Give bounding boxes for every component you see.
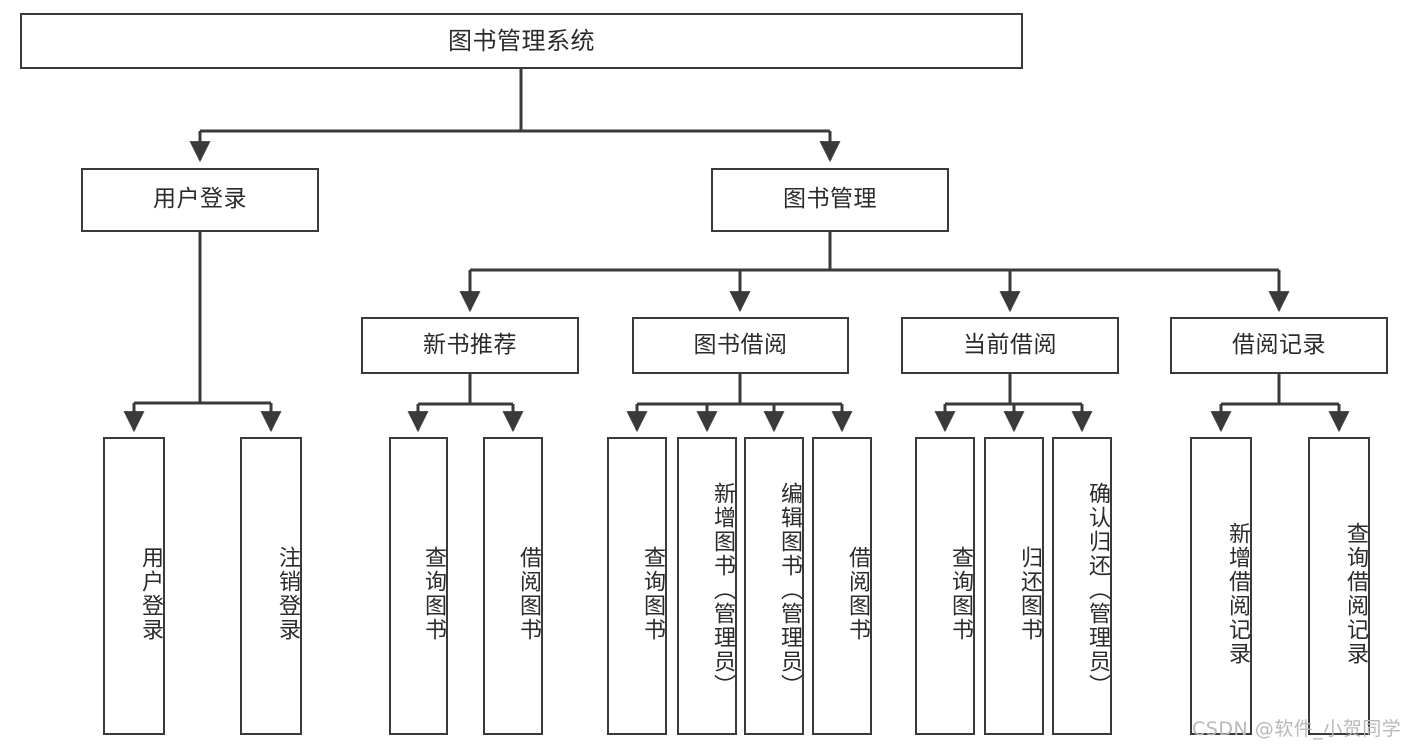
leaf-confirm-return-label: 确认归还（管理员） xyxy=(1085,482,1110,698)
leaf-return-book-label: 归还图书 xyxy=(1017,546,1042,642)
node-book-management[interactable]: 图书管理 xyxy=(711,168,949,232)
node-root-label: 图书管理系统 xyxy=(448,26,595,55)
edge-borrow-record-to-leaves xyxy=(1210,374,1350,433)
leaf-query-borrow-record-label: 查询借阅记录 xyxy=(1343,522,1368,666)
leaf-borrow-book-new[interactable]: 借阅图书 xyxy=(483,437,543,735)
node-user-login-label: 用户登录 xyxy=(153,186,247,213)
edge-new-book-rec-to-leaves xyxy=(407,374,524,433)
edge-user-login-to-leaves xyxy=(123,232,282,433)
leaf-edit-book-label: 编辑图书（管理员） xyxy=(777,482,802,698)
watermark: CSDN @软件_小贺同学 xyxy=(1192,718,1402,740)
node-current-borrow-label: 当前借阅 xyxy=(963,331,1057,358)
leaf-user-login[interactable]: 用户登录 xyxy=(103,437,165,735)
node-book-borrow-label: 图书借阅 xyxy=(693,331,788,358)
leaf-borrow-book[interactable]: 借阅图书 xyxy=(812,437,872,735)
leaf-query-book-new[interactable]: 查询图书 xyxy=(389,437,448,735)
node-current-borrow[interactable]: 当前借阅 xyxy=(901,317,1119,374)
leaf-query-book-current[interactable]: 查询图书 xyxy=(915,437,975,735)
leaf-query-book-borrow-label: 查询图书 xyxy=(640,546,665,642)
leaf-query-book-borrow[interactable]: 查询图书 xyxy=(607,437,667,735)
edge-current-borrow-to-leaves xyxy=(934,374,1093,433)
node-borrow-record[interactable]: 借阅记录 xyxy=(1170,317,1388,374)
node-book-borrow[interactable]: 图书借阅 xyxy=(632,317,849,374)
node-user-login[interactable]: 用户登录 xyxy=(81,168,319,232)
leaf-add-borrow-record-label: 新增借阅记录 xyxy=(1225,522,1250,666)
node-borrow-record-label: 借阅记录 xyxy=(1232,331,1326,358)
node-book-management-label: 图书管理 xyxy=(783,186,877,213)
leaf-confirm-return[interactable]: 确认归还（管理员） xyxy=(1052,437,1112,735)
leaf-borrow-book-label: 借阅图书 xyxy=(845,546,870,642)
leaf-borrow-book-new-label: 借阅图书 xyxy=(516,546,541,642)
leaf-add-book-label: 新增图书（管理员） xyxy=(710,482,735,698)
leaf-query-book-current-label: 查询图书 xyxy=(948,546,973,642)
leaf-logout[interactable]: 注销登录 xyxy=(240,437,302,735)
leaf-query-book-new-label: 查询图书 xyxy=(421,546,446,642)
leaf-edit-book[interactable]: 编辑图书（管理员） xyxy=(744,437,804,735)
leaf-add-borrow-record[interactable]: 新增借阅记录 xyxy=(1190,437,1252,735)
edge-root-to-level2 xyxy=(189,69,841,163)
edge-book-borrow-to-leaves xyxy=(626,374,853,433)
leaf-user-login-label: 用户登录 xyxy=(138,546,163,642)
node-root-system[interactable]: 图书管理系统 xyxy=(20,13,1023,69)
leaf-return-book[interactable]: 归还图书 xyxy=(984,437,1044,735)
edge-book-manage-to-level3 xyxy=(459,232,1290,313)
leaf-logout-label: 注销登录 xyxy=(275,546,300,642)
leaf-add-book[interactable]: 新增图书（管理员） xyxy=(677,437,737,735)
node-new-book-recommendation[interactable]: 新书推荐 xyxy=(361,317,579,374)
leaf-query-borrow-record[interactable]: 查询借阅记录 xyxy=(1308,437,1370,735)
node-new-book-recommendation-label: 新书推荐 xyxy=(423,331,517,358)
